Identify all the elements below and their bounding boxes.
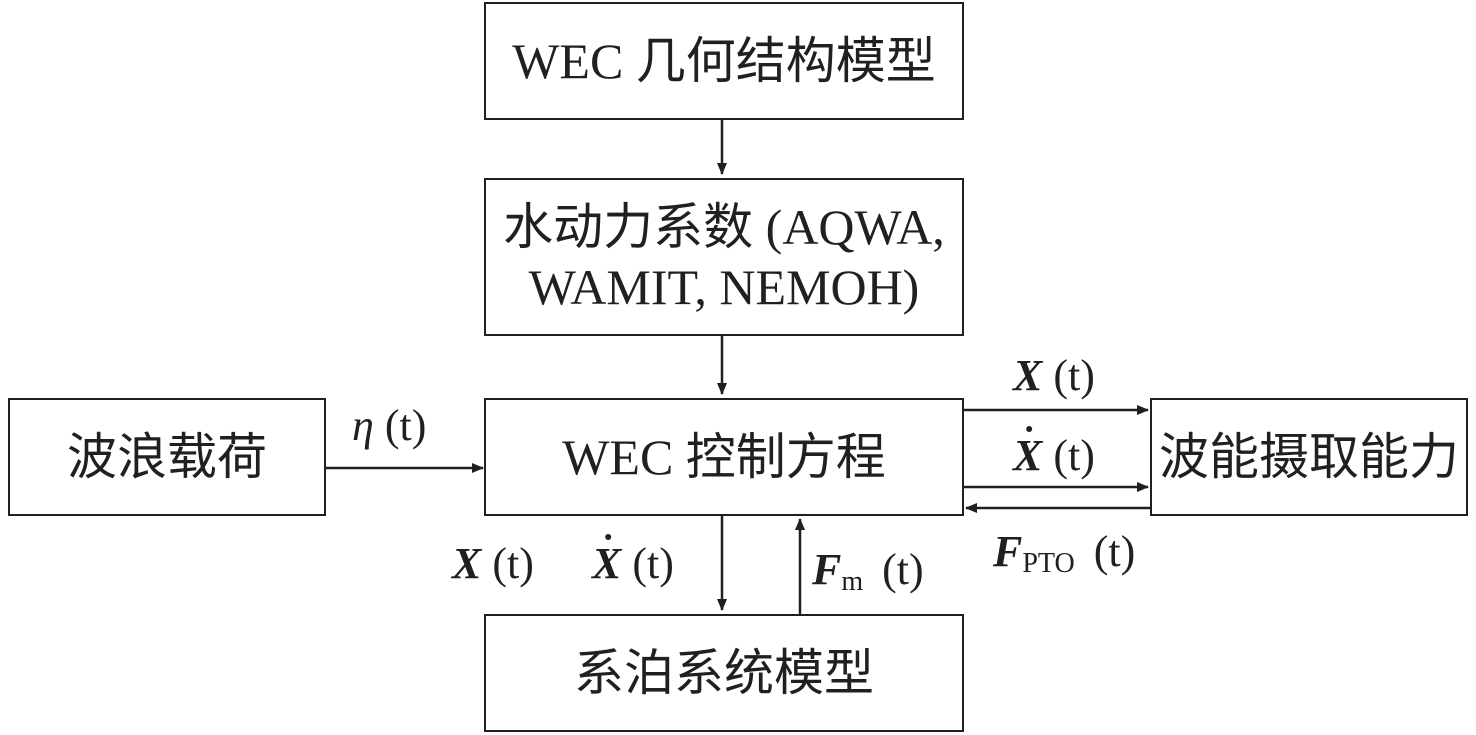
- mooring-system-label: 系泊系统模型: [574, 645, 874, 701]
- xdot-label-right: X (t): [1013, 434, 1095, 478]
- fm-argument: (t): [871, 545, 924, 594]
- xdot-symbol-lower: X: [592, 539, 622, 588]
- fpto-label: FPTO (t): [993, 530, 1135, 578]
- xdot-label-lower: X (t): [592, 542, 674, 586]
- geometry-model-box: WEC 几何结构模型: [484, 2, 964, 120]
- xdot-symbol-right: X: [1013, 431, 1043, 480]
- fm-symbol: F: [812, 545, 842, 594]
- geometry-model-label: WEC 几何结构模型: [512, 33, 936, 89]
- fpto-symbol: F: [993, 527, 1023, 576]
- eta-argument: (t): [373, 401, 427, 450]
- eta-symbol: η: [352, 401, 374, 450]
- wave-energy-capture-box: 波能摄取能力: [1150, 398, 1468, 516]
- x-symbol-right: X: [1013, 351, 1043, 400]
- fpto-argument: (t): [1082, 527, 1136, 576]
- mooring-system-box: 系泊系统模型: [484, 614, 964, 732]
- x-argument-lower: (t): [481, 539, 534, 588]
- wave-energy-capture-label: 波能摄取能力: [1159, 429, 1459, 485]
- wave-load-box: 波浪载荷: [8, 398, 326, 516]
- hydro-label-line1: 水动力系数 (AQWA,: [503, 199, 945, 255]
- fm-label: Fm (t): [812, 548, 924, 596]
- eta-label: η (t): [352, 404, 426, 448]
- x-label-lower: X (t): [452, 542, 534, 586]
- wave-load-label: 波浪载荷: [67, 429, 267, 485]
- x-symbol-lower: X: [452, 539, 482, 588]
- hydrodynamic-coefficients-box: 水动力系数 (AQWA, WAMIT, NEMOH): [484, 178, 964, 336]
- fm-subscript: m: [841, 566, 864, 597]
- xdot-argument-right: (t): [1042, 431, 1095, 480]
- xdot-argument-lower: (t): [621, 539, 674, 588]
- control-equation-box: WEC 控制方程: [484, 398, 964, 516]
- x-argument-right: (t): [1042, 351, 1095, 400]
- fpto-subscript: PTO: [1022, 548, 1075, 579]
- hydro-label-line2: WAMIT, NEMOH): [528, 259, 920, 315]
- control-equation-label: WEC 控制方程: [562, 429, 886, 485]
- x-label-right: X (t): [1013, 354, 1095, 398]
